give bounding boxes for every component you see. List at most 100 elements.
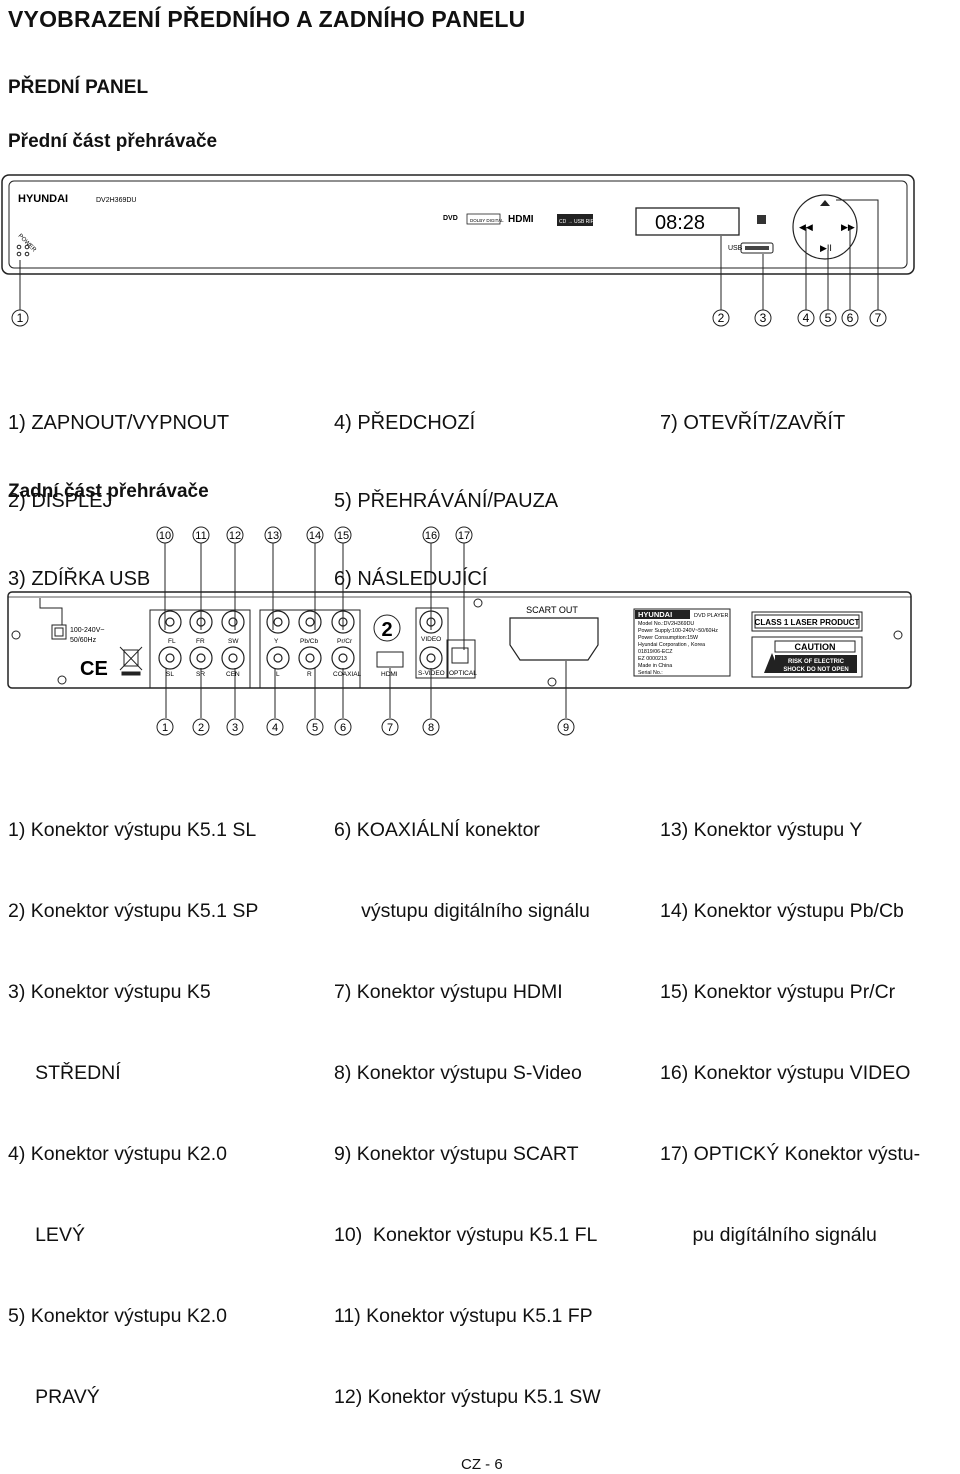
voltage-label: 100-240V~ bbox=[70, 627, 104, 634]
svg-text:Pb/Cb: Pb/Cb bbox=[300, 638, 318, 645]
list-item: 3) Konektor výstupu K5 bbox=[8, 981, 211, 1003]
svg-text:VIDEO: VIDEO bbox=[421, 636, 441, 643]
list-item: 16) Konektor výstupu VIDEO bbox=[660, 1062, 911, 1084]
callout-r4: 4 bbox=[272, 722, 278, 734]
callout-15: 15 bbox=[337, 530, 349, 542]
callout-11: 11 bbox=[195, 530, 206, 542]
y-jack[interactable] bbox=[266, 610, 290, 634]
callout-r5: 5 bbox=[312, 722, 318, 734]
rear-subheading: Zadní část přehrávače bbox=[8, 481, 209, 502]
hdmi-port[interactable] bbox=[376, 651, 404, 668]
region-code: 2 bbox=[381, 619, 392, 641]
pr-jack[interactable] bbox=[331, 610, 355, 634]
dvd-logo: DVD bbox=[443, 215, 458, 222]
list-item: 1) ZAPNOUT/VYPNOUT bbox=[8, 412, 230, 434]
callout-2: 2 bbox=[718, 311, 725, 325]
list-item: PRAVÝ bbox=[8, 1386, 100, 1408]
plate-lines: Model No.:DV2H369DU Power Supply:100-240… bbox=[638, 621, 718, 676]
scart-port[interactable] bbox=[509, 617, 599, 661]
callout-13: 13 bbox=[267, 530, 279, 542]
screw-hole bbox=[11, 630, 21, 640]
play-pause-icon[interactable]: ▶II bbox=[820, 243, 832, 253]
sl-jack[interactable] bbox=[158, 646, 182, 670]
list-item: 5) PŘEHRÁVÁNÍ/PAUZA bbox=[334, 490, 559, 512]
callout-5: 5 bbox=[825, 311, 832, 325]
scart-label: SCART OUT bbox=[526, 605, 578, 615]
callout-10: 10 bbox=[159, 530, 171, 542]
dolby-logo: DOLBY DIGITAL bbox=[470, 218, 504, 223]
s-video-jack[interactable] bbox=[419, 646, 443, 670]
format-logos: DVD DOLBY DIGITAL HDMI CD → USB RIPPING bbox=[443, 213, 606, 226]
display-time: 08:28 bbox=[655, 212, 705, 234]
list-item: 17) OPTICKÝ Konektor výstu- bbox=[660, 1143, 921, 1165]
pb-jack[interactable] bbox=[298, 610, 322, 634]
page-number: CZ - 6 bbox=[461, 1456, 503, 1473]
eject-icon[interactable] bbox=[820, 200, 830, 206]
laser-label: CLASS 1 LASER PRODUCT bbox=[755, 618, 860, 627]
remote-sensor-icon bbox=[757, 215, 766, 224]
callout-r8: 8 bbox=[428, 722, 434, 734]
fl-jack[interactable] bbox=[158, 610, 182, 634]
display-window bbox=[635, 207, 740, 236]
rating-plate bbox=[633, 608, 731, 677]
video-jack[interactable] bbox=[419, 610, 443, 634]
front-panel-diagram: HYUNDAI DV2H369DU POWER DVD DOLBY DIGITA… bbox=[1, 174, 915, 327]
list-item: LEVÝ bbox=[8, 1224, 85, 1246]
list-item: 11) Konektor výstupu K5.1 FP bbox=[334, 1305, 593, 1327]
callout-r2: 2 bbox=[198, 722, 204, 734]
fr-jack[interactable] bbox=[189, 610, 213, 634]
l-jack[interactable] bbox=[266, 646, 290, 670]
rear-callouts-bottom: 1 2 3 4 5 6 7 8 9 bbox=[156, 718, 575, 736]
caution-line-2: SHOCK DO NOT OPEN bbox=[783, 667, 848, 673]
list-item: výstupu digitálního signálu bbox=[334, 900, 590, 922]
callout-6: 6 bbox=[847, 311, 854, 325]
caution-box bbox=[751, 636, 863, 678]
svg-text:Serial No.:: Serial No.: bbox=[638, 670, 663, 676]
svg-text:R: R bbox=[307, 671, 312, 678]
svg-text:CEN: CEN bbox=[226, 671, 240, 678]
sw-jack[interactable] bbox=[221, 610, 245, 634]
cen-jack[interactable] bbox=[221, 646, 245, 670]
list-item: pu digítálního signálu bbox=[660, 1224, 877, 1246]
control-ring bbox=[792, 194, 858, 260]
caution-title: CAUTION bbox=[795, 642, 836, 652]
list-item: 2) Konektor výstupu K5.1 SP bbox=[8, 900, 259, 922]
optical-port[interactable] bbox=[451, 647, 469, 664]
ripping-logo: CD → USB RIPPING bbox=[559, 219, 606, 225]
callout-7: 7 bbox=[875, 311, 882, 325]
plate-type: DVD PLAYER bbox=[694, 613, 728, 619]
callout-r6: 6 bbox=[340, 722, 346, 734]
list-item: 4) PŘEDCHOZÍ bbox=[334, 412, 476, 434]
sr-jack[interactable] bbox=[189, 646, 213, 670]
coaxial-jack[interactable] bbox=[331, 646, 355, 670]
svg-text:EZ 0000213: EZ 0000213 bbox=[638, 656, 667, 662]
region-globe-icon bbox=[373, 614, 401, 642]
rear-callouts-top: 10 11 12 13 14 15 16 17 bbox=[156, 526, 473, 544]
svg-text:COAXIAL: COAXIAL bbox=[333, 671, 362, 678]
r-jack[interactable] bbox=[298, 646, 322, 670]
double-insulation-icon bbox=[51, 624, 67, 640]
caution-line-1: RISK OF ELECTRIC bbox=[788, 659, 845, 665]
list-item: 5) Konektor výstupu K2.0 bbox=[8, 1305, 227, 1327]
laser-label-box bbox=[751, 611, 863, 632]
list-item: 7) OTEVŘÍT/ZAVŘÍT bbox=[660, 412, 846, 434]
rear-list-col3: 13) Konektor výstupu Y 14) Konektor výst… bbox=[660, 763, 920, 1276]
list-item: 7) Konektor výstupu HDMI bbox=[334, 981, 563, 1003]
usb-port[interactable] bbox=[740, 242, 774, 254]
next-icon[interactable]: ▶▶ bbox=[841, 222, 855, 232]
callout-17: 17 bbox=[458, 530, 470, 542]
callout-16: 16 bbox=[425, 530, 437, 542]
component-group bbox=[259, 609, 361, 689]
front-list-col3: 7) OTEVŘÍT/ZAVŘÍT bbox=[660, 358, 845, 462]
list-item: 15) Konektor výstupu Pr/Cr bbox=[660, 981, 896, 1003]
rear-list-col2: 6) KOAXIÁLNÍ konektor výstupu digitálníh… bbox=[334, 763, 601, 1438]
list-item: 1) Konektor výstupu K5.1 SL bbox=[8, 819, 257, 841]
callout-4: 4 bbox=[803, 311, 810, 325]
model-label: DV2H369DU bbox=[96, 197, 136, 204]
list-item: 10) Konektor výstupu K5.1 FL bbox=[334, 1224, 598, 1246]
callout-r3: 3 bbox=[232, 722, 238, 734]
callout-1: 1 bbox=[17, 311, 24, 325]
callout-12: 12 bbox=[229, 530, 241, 542]
list-item: 14) Konektor výstupu Pb/Cb bbox=[660, 900, 904, 922]
power-button[interactable]: POWER bbox=[17, 233, 38, 257]
